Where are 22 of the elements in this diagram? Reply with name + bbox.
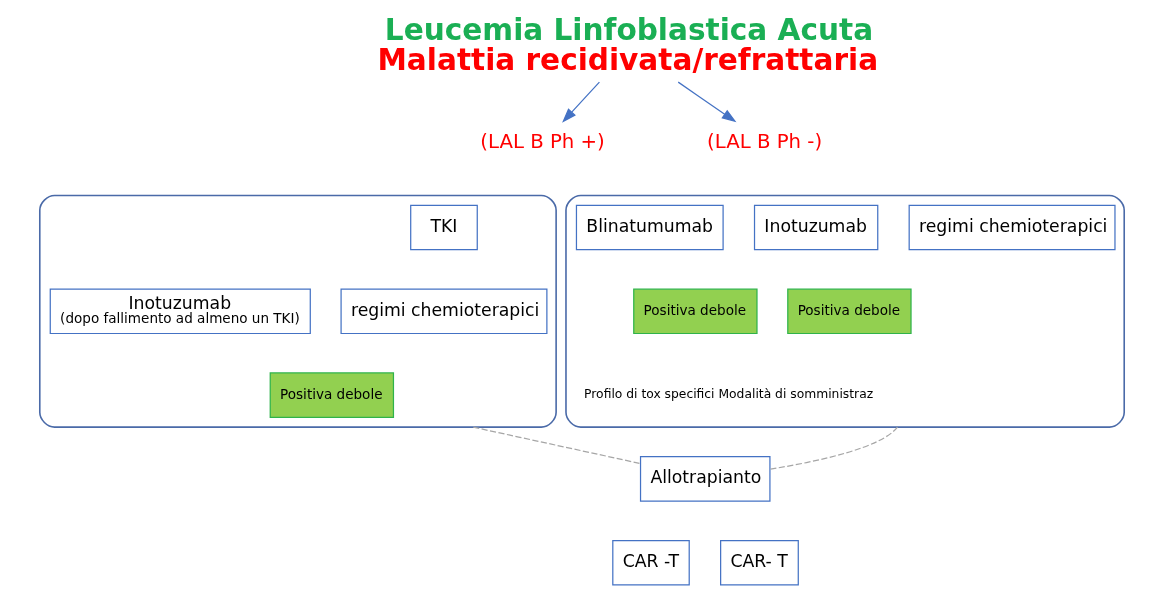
cluster <box>565 194 1125 428</box>
cluster <box>39 194 557 428</box>
arrow <box>562 81 600 123</box>
arrow <box>677 81 737 123</box>
node-box: Positiva debole <box>633 288 758 335</box>
node-box: Inotuzumab <box>753 204 879 251</box>
node-box: Inotuzumab (dopo fallimento ad almeno un TKI) <box>49 288 311 335</box>
node-box: TKI <box>410 204 478 251</box>
label: Profilo di tox specifici Modalità di somministraz <box>584 387 874 402</box>
node-box: Positiva debole <box>269 372 395 418</box>
connector <box>769 426 899 470</box>
node-box: Blinatumumab <box>575 204 724 251</box>
node-box: CAR- T <box>720 539 799 586</box>
node-box: CAR -T <box>612 539 690 586</box>
node-text: (LAL B Ph +) <box>480 130 605 154</box>
node-text: Leucemia Linfoblastica Acuta Malattia recidivata/refrattaria <box>377 13 879 78</box>
node-box: Positiva debole <box>787 288 912 335</box>
connector <box>472 426 641 465</box>
node-box: regimi chemioterapici <box>908 204 1116 251</box>
node-text: (LAL B Ph -) <box>707 130 823 154</box>
node-box: regimi chemioterapici <box>340 288 548 335</box>
node-box: Allotrapianto <box>639 456 771 502</box>
